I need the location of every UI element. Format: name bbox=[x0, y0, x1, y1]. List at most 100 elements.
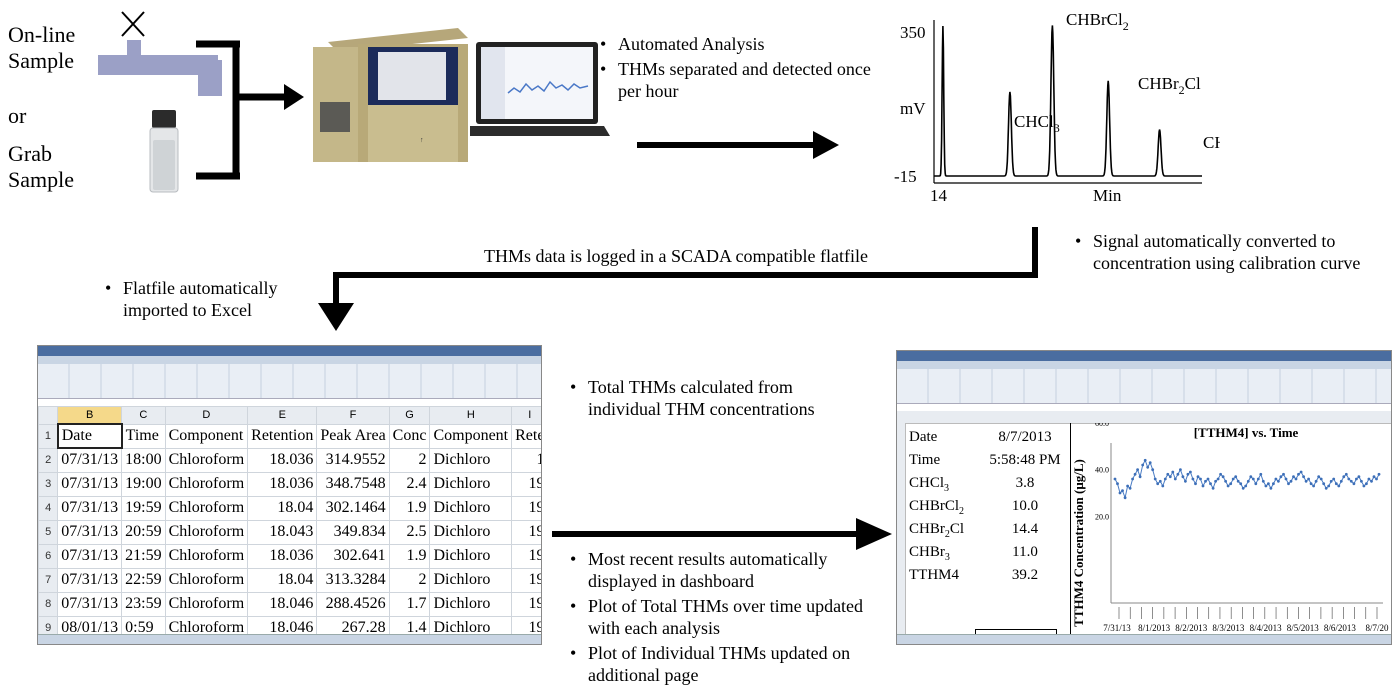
dashboard-value[interactable]: 11.0 bbox=[1012, 544, 1038, 560]
table-cell[interactable]: 19:59 bbox=[121, 495, 166, 521]
tthm4-point bbox=[1370, 479, 1373, 483]
dashboard-value[interactable]: 39.2 bbox=[1011, 567, 1039, 583]
tthm4-point bbox=[1143, 458, 1147, 462]
table-cell[interactable]: 18.036 bbox=[247, 471, 318, 497]
flatfile-connector bbox=[318, 227, 1038, 331]
table-cell[interactable]: 20:59 bbox=[121, 519, 166, 545]
table-cell[interactable]: Dichloro bbox=[429, 519, 513, 545]
table-cell[interactable]: 07/31/13 bbox=[57, 591, 123, 617]
table-cell[interactable]: 19 bbox=[511, 543, 541, 569]
table-cell[interactable]: 19:00 bbox=[121, 471, 166, 497]
row-number: 3 bbox=[38, 471, 59, 497]
excel-ribbon bbox=[38, 346, 541, 407]
table-cell[interactable]: Peak Area bbox=[316, 423, 390, 449]
tthm4-point bbox=[1166, 472, 1170, 476]
table-cell[interactable]: 2.5 bbox=[388, 519, 431, 545]
table-cell[interactable]: Time bbox=[121, 423, 166, 449]
table-cell[interactable]: 19 bbox=[511, 471, 541, 497]
table-cell[interactable]: 18.04 bbox=[247, 495, 318, 521]
tthm4-point bbox=[1292, 475, 1295, 479]
table-cell[interactable]: 19 bbox=[511, 519, 541, 545]
dashboard-value[interactable]: 14.4 bbox=[1011, 521, 1039, 537]
table-cell[interactable]: 07/31/13 bbox=[57, 447, 123, 473]
table-cell[interactable]: Dichloro bbox=[429, 591, 513, 617]
flatfile-note: THMs data is logged in a SCADA compatibl… bbox=[484, 246, 868, 266]
dashboard-value[interactable]: 10.0 bbox=[1011, 498, 1039, 514]
table-cell[interactable]: 348.7548 bbox=[316, 471, 390, 497]
table-cell[interactable]: Dichloro bbox=[429, 495, 513, 521]
dashboard-value[interactable]: 3.8 bbox=[1015, 475, 1035, 491]
table-cell[interactable]: Retention bbox=[247, 423, 318, 449]
table-cell[interactable]: 2 bbox=[388, 447, 431, 473]
table-cell[interactable]: 19 bbox=[511, 495, 541, 521]
table-cell[interactable]: 07/31/13 bbox=[57, 519, 123, 545]
table-cell[interactable]: 288.4526 bbox=[316, 591, 390, 617]
table-cell[interactable]: Conc bbox=[388, 423, 431, 449]
tthm4-point bbox=[1297, 472, 1300, 476]
table-cell[interactable]: 19 bbox=[511, 591, 541, 617]
table-cell[interactable]: Component bbox=[429, 423, 513, 449]
table-cell[interactable]: 313.3284 bbox=[316, 567, 390, 593]
tthm4-point bbox=[1163, 477, 1167, 481]
table-cell[interactable]: Dichloro bbox=[429, 447, 513, 473]
table-cell[interactable]: 21:59 bbox=[121, 543, 166, 569]
peak-label-0: CHCl3 bbox=[1014, 112, 1060, 135]
table-cell[interactable]: Component bbox=[164, 423, 249, 449]
chart-xlabel-date: 8/5/2013 bbox=[1287, 623, 1320, 633]
tthm4-point bbox=[1211, 486, 1215, 490]
table-cell[interactable]: Date bbox=[56, 423, 123, 449]
table-cell[interactable]: Chloroform bbox=[164, 543, 249, 569]
table-cell[interactable]: Chloroform bbox=[164, 495, 249, 521]
table-cell[interactable]: Dichloro bbox=[429, 543, 513, 569]
tthm4-point bbox=[1118, 491, 1122, 495]
table-cell[interactable]: 07/31/13 bbox=[57, 567, 123, 593]
table-cell[interactable]: 18.046 bbox=[247, 591, 318, 617]
table-cell[interactable]: Chloroform bbox=[164, 567, 249, 593]
tthm4-point bbox=[1121, 489, 1124, 493]
table-cell[interactable]: 2.4 bbox=[388, 471, 431, 497]
table-cell[interactable]: 349.834 bbox=[316, 519, 390, 545]
table-cell[interactable]: 18:00 bbox=[121, 447, 166, 473]
table-cell[interactable]: 302.1464 bbox=[316, 495, 390, 521]
table-cell[interactable]: Chloroform bbox=[164, 447, 249, 473]
table-cell[interactable]: 1.9 bbox=[388, 495, 431, 521]
tthm4-point bbox=[1161, 484, 1165, 488]
bullet-recent: Most recent results automatically displa… bbox=[570, 548, 888, 592]
table-cell[interactable]: 18.043 bbox=[247, 519, 318, 545]
result-bullets-bottom: Most recent results automatically displa… bbox=[570, 548, 888, 689]
table-cell[interactable]: 07/31/13 bbox=[57, 471, 123, 497]
tthm4-point bbox=[1365, 482, 1368, 486]
table-cell[interactable]: 19 bbox=[511, 567, 541, 593]
tthm4-point bbox=[1267, 482, 1270, 486]
table-cell[interactable]: 18.036 bbox=[247, 447, 318, 473]
table-cell[interactable]: 18.04 bbox=[247, 567, 318, 593]
table-cell[interactable]: 22:59 bbox=[121, 567, 166, 593]
table-cell[interactable]: 07/31/13 bbox=[57, 495, 123, 521]
table-cell[interactable]: 1 bbox=[511, 447, 541, 473]
table-cell[interactable]: Rete bbox=[511, 423, 541, 449]
table-cell[interactable]: 314.9552 bbox=[316, 447, 390, 473]
table-cell[interactable]: 1.9 bbox=[388, 543, 431, 569]
table-cell[interactable]: Dichloro bbox=[429, 567, 513, 593]
table-cell[interactable]: 2 bbox=[388, 567, 431, 593]
table-cell[interactable]: 302.641 bbox=[316, 543, 390, 569]
tthm4-point bbox=[1221, 475, 1225, 479]
table-cell[interactable]: Dichloro bbox=[429, 471, 513, 497]
gc-instrument-icon: ↑ bbox=[313, 28, 468, 162]
table-cell[interactable]: 18.036 bbox=[247, 543, 318, 569]
tthm4-point bbox=[1254, 482, 1258, 486]
table-cell[interactable]: Chloroform bbox=[164, 471, 249, 497]
tthm4-point bbox=[1324, 486, 1328, 490]
table-cell[interactable]: Chloroform bbox=[164, 519, 249, 545]
tthm4-point bbox=[1239, 482, 1243, 486]
tthm4-point bbox=[1179, 468, 1182, 472]
table-cell[interactable]: Chloroform bbox=[164, 591, 249, 617]
table-cell[interactable]: 07/31/13 bbox=[57, 543, 123, 569]
dashboard-value[interactable]: 8/7/2013 bbox=[998, 429, 1052, 445]
table-cell[interactable]: 23:59 bbox=[121, 591, 166, 617]
table-cell[interactable]: 1.7 bbox=[388, 591, 431, 617]
dashboard-value[interactable]: 5:58:48 PM bbox=[989, 452, 1061, 468]
